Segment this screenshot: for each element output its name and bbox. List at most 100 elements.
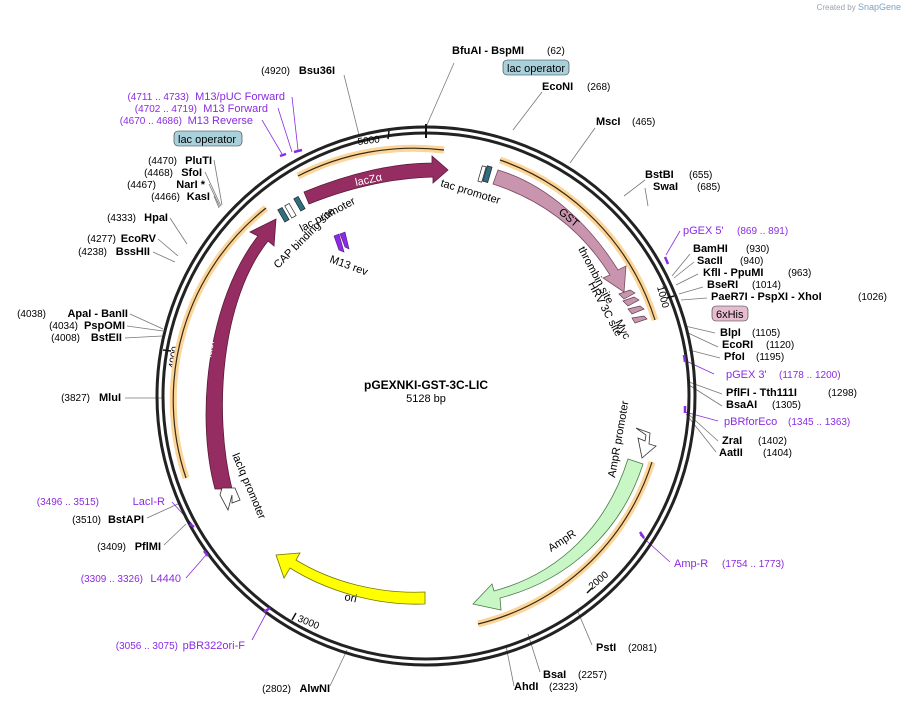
his-tag-badge: 6xHis bbox=[711, 305, 749, 322]
lac-operator-badge-top: lac operator bbox=[502, 59, 570, 76]
tick-label-2000: 2000 bbox=[587, 569, 611, 592]
primer-m13-reverse[interactable]: M13 Reverse bbox=[188, 115, 253, 127]
laci-label: lacI bbox=[202, 340, 217, 359]
site-swai-pos: (685) bbox=[697, 182, 720, 193]
primer-m13-forward-pos: (4702 .. 4719) bbox=[135, 104, 197, 115]
site-bsu36i[interactable]: Bsu36I bbox=[299, 65, 335, 77]
site-pluti[interactable]: PluTI bbox=[185, 155, 212, 167]
site-pflmi-pos: (3409) bbox=[97, 542, 126, 553]
site-bseri[interactable]: BseRI bbox=[707, 279, 738, 291]
lac-operator-top-label: lac operator bbox=[507, 63, 565, 75]
primer-pgex3-pos: (1178 .. 1200) bbox=[779, 370, 841, 381]
site-ecori-pos: (1120) bbox=[766, 340, 794, 351]
plasmid-length: 5128 bp bbox=[406, 393, 446, 405]
laciq-promoter-label: lacIq promoter bbox=[229, 451, 268, 521]
primer-ticks bbox=[189, 148, 687, 614]
site-pflfi-tth111i[interactable]: PflFI - Tth111I bbox=[726, 387, 797, 399]
site-hpai[interactable]: HpaI bbox=[144, 212, 168, 224]
site-ecorv-pos: (4277) bbox=[87, 234, 116, 245]
site-ecori[interactable]: EcoRI bbox=[722, 339, 753, 351]
site-nari-pos: (4467) bbox=[127, 180, 156, 191]
lacza-feature-arrow bbox=[303, 155, 449, 205]
site-sfoi-pos: (4468) bbox=[144, 168, 173, 179]
site-econi[interactable]: EcoNI bbox=[542, 81, 573, 93]
primer-pgex3[interactable]: pGEX 3' bbox=[726, 369, 767, 381]
ori-feature-arrow bbox=[275, 552, 426, 605]
site-kasi-pos: (4466) bbox=[151, 192, 180, 203]
primer-amp-r[interactable]: Amp-R bbox=[674, 558, 708, 570]
site-bsu36i-pos: (4920) bbox=[261, 66, 290, 77]
site-ahdi[interactable]: AhdI bbox=[514, 681, 538, 693]
site-bseri-pos: (1014) bbox=[752, 280, 781, 291]
site-pspomi[interactable]: PspOMI bbox=[84, 320, 125, 332]
primer-m13-puc-forward[interactable]: M13/pUC Forward bbox=[195, 91, 285, 103]
primer-m13-forward[interactable]: M13 Forward bbox=[203, 103, 268, 115]
site-bsaai[interactable]: BsaAI bbox=[726, 399, 757, 411]
site-pfoi[interactable]: PfoI bbox=[724, 351, 745, 363]
primer-pbrforeco[interactable]: pBRforEco bbox=[724, 416, 777, 428]
site-bstapi[interactable]: BstAPI bbox=[108, 514, 144, 526]
site-zrai[interactable]: ZraI bbox=[722, 435, 742, 447]
ampr-promoter-arrow bbox=[635, 427, 657, 459]
orf-line-ampr bbox=[477, 461, 653, 625]
primer-l4440[interactable]: L4440 bbox=[150, 573, 181, 585]
site-nari[interactable]: NarI * bbox=[176, 179, 205, 191]
site-sacii-pos: (940) bbox=[740, 256, 763, 267]
site-kasi[interactable]: KasI bbox=[187, 191, 210, 203]
site-ecorv[interactable]: EcoRV bbox=[121, 233, 157, 245]
site-sfoi[interactable]: SfoI bbox=[181, 167, 202, 179]
primer-m13-puc-forward-pos: (4711 .. 4733) bbox=[127, 92, 189, 103]
lacza-label: lacZα bbox=[354, 171, 384, 189]
plasmid-name: pGEXNKI-GST-3C-LIC bbox=[364, 378, 488, 392]
site-apai-banii[interactable]: ApaI - BanII bbox=[67, 308, 128, 320]
site-pspomi-pos: (4034) bbox=[49, 321, 78, 332]
site-psti-pos: (2081) bbox=[628, 643, 657, 654]
lac-operator-badge-left: lac operator bbox=[173, 130, 243, 147]
site-bsai[interactable]: BsaI bbox=[543, 669, 566, 681]
orf-line-laci bbox=[172, 207, 267, 479]
m13-rev-label: M13 rev bbox=[328, 254, 370, 279]
site-kfli-ppumi-pos: (963) bbox=[788, 268, 811, 279]
site-mlui[interactable]: MluI bbox=[99, 392, 121, 404]
site-econi-pos: (268) bbox=[587, 82, 610, 93]
site-zrai-pos: (1402) bbox=[758, 436, 787, 447]
laci-feature-arrow bbox=[205, 218, 277, 490]
site-bstbi[interactable]: BstBI bbox=[645, 169, 674, 181]
snapgene-brand: SnapGene bbox=[857, 2, 901, 12]
ori-label: ori bbox=[343, 591, 357, 605]
site-bsteii[interactable]: BstEII bbox=[91, 332, 122, 344]
site-bsteii-pos: (4008) bbox=[51, 333, 80, 344]
site-paer7i-pspxi-xhoi-pos: (1026) bbox=[858, 292, 887, 303]
primer-laci-r[interactable]: LacI-R bbox=[133, 496, 165, 508]
primer-pbr322ori-f[interactable]: pBR322ori-F bbox=[183, 640, 246, 652]
orf-line-gst bbox=[499, 159, 656, 321]
site-swai[interactable]: SwaI bbox=[653, 181, 678, 193]
tick-label-1000: 1000 bbox=[654, 285, 670, 310]
site-bfuai-bspmi-pos: (62) bbox=[547, 46, 565, 57]
his-tag-label: 6xHis bbox=[716, 309, 744, 321]
site-msci[interactable]: MscI bbox=[596, 116, 620, 128]
tag-site-arrows bbox=[618, 289, 648, 324]
site-sacii[interactable]: SacII bbox=[697, 255, 723, 267]
site-bsai-pos: (2257) bbox=[578, 670, 607, 681]
primer-amp-r-pos: (1754 .. 1773) bbox=[722, 559, 784, 570]
site-aatii[interactable]: AatII bbox=[719, 447, 743, 459]
site-paer7i-pspxi-xhoi[interactable]: PaeR7I - PspXI - XhoI bbox=[711, 291, 822, 303]
gst-feature-arrow bbox=[492, 169, 627, 293]
site-bamhi-pos: (930) bbox=[746, 244, 769, 255]
laciq-promoter-arrow bbox=[219, 487, 241, 512]
site-bfuai-bspmi[interactable]: BfuAI - BspMI bbox=[452, 45, 524, 57]
primer-pgex5-pos: (869 .. 891) bbox=[737, 226, 788, 237]
site-blpi[interactable]: BlpI bbox=[720, 327, 741, 339]
credit-prefix: Created by bbox=[816, 3, 856, 12]
primer-pgex5[interactable]: pGEX 5' bbox=[683, 225, 724, 237]
site-alwni[interactable]: AlwNI bbox=[299, 683, 330, 695]
site-kfli-ppumi[interactable]: KflI - PpuMI bbox=[703, 267, 764, 279]
site-psti[interactable]: PstI bbox=[596, 642, 616, 654]
site-bsshii[interactable]: BssHII bbox=[116, 246, 150, 258]
tac-promoter-arrows bbox=[477, 165, 493, 183]
site-pflmi[interactable]: PflMI bbox=[135, 541, 161, 553]
site-bamhi[interactable]: BamHI bbox=[693, 243, 728, 255]
site-pluti-pos: (4470) bbox=[148, 156, 177, 167]
